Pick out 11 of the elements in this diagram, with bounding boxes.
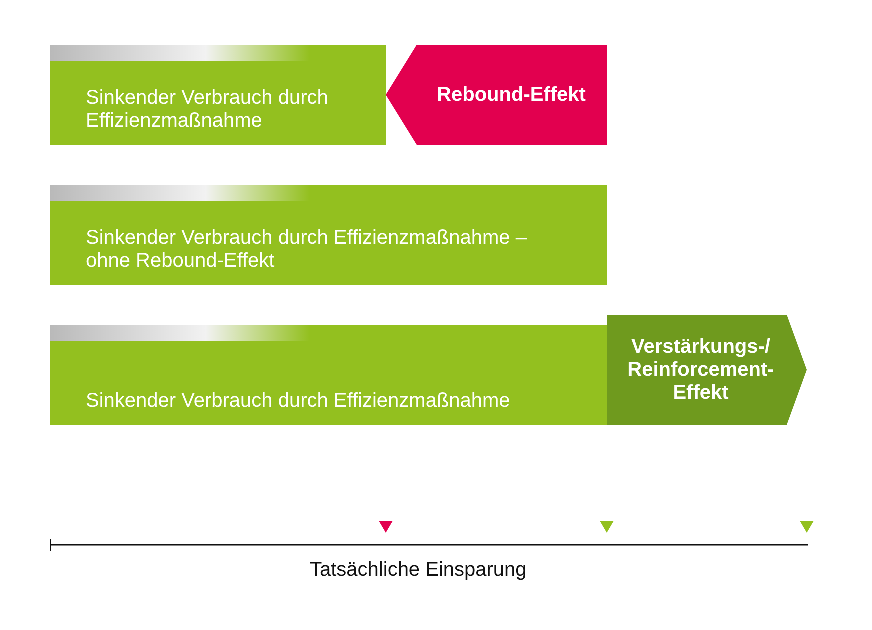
axis-label: Tatsächliche Einsparung xyxy=(310,559,527,582)
ribbon-band xyxy=(50,185,607,285)
effect-label: Rebound-Effekt xyxy=(437,84,586,106)
reinforcement-tag xyxy=(607,315,807,425)
ribbon-text: Sinkender Verbrauch durch Effizienzmaßnahme xyxy=(86,390,510,413)
ribbon-band xyxy=(50,45,386,145)
rebound-tag xyxy=(386,45,607,145)
ribbon-text: Sinkender Verbrauch durch Effizienzmaßnahme – ohne Rebound-Effekt xyxy=(86,227,528,273)
effect-label: Verstärkungs-/ Reinforcement-Effekt xyxy=(626,336,776,404)
ribbon-text: Sinkender Verbrauch durch Effizienzmaßnahme xyxy=(86,87,330,133)
ribbon-band xyxy=(50,325,607,425)
